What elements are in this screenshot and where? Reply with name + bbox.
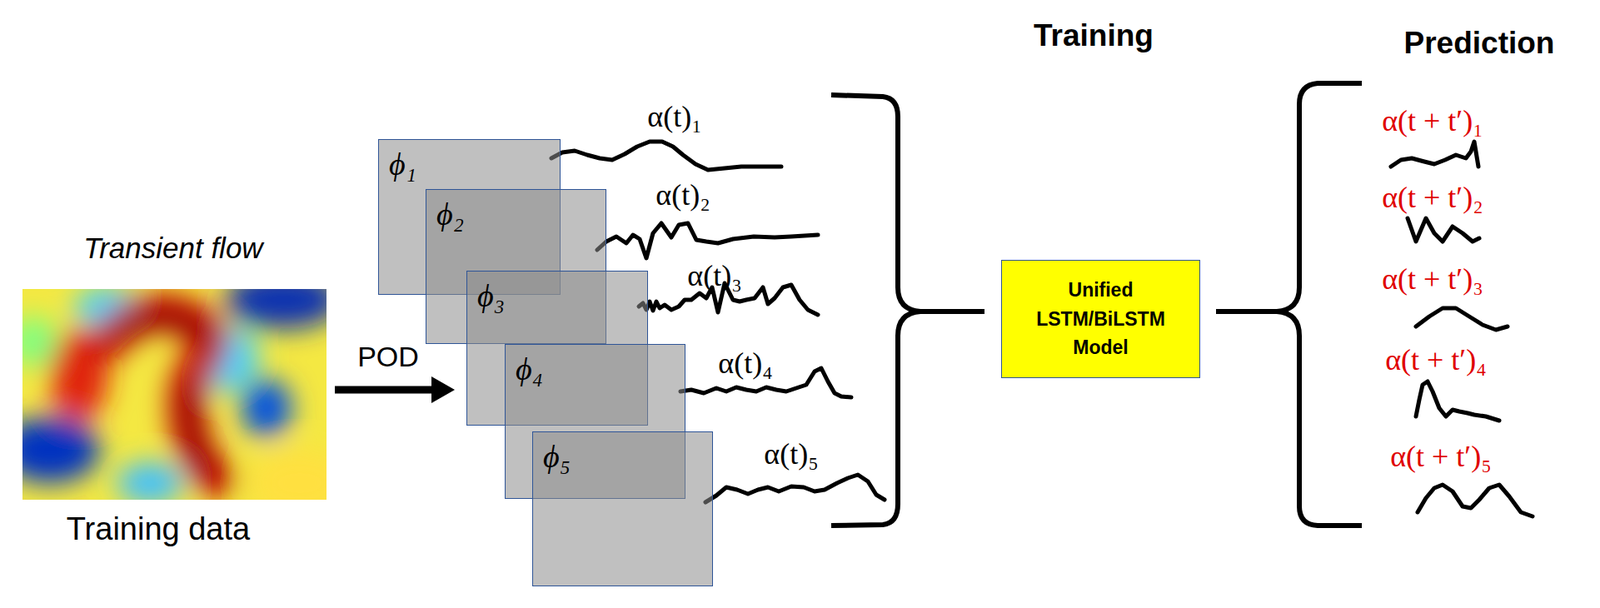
mode-label: ϕ₄: [505, 344, 685, 385]
edge-label: POD: [357, 340, 419, 374]
prediction-label: α(t + t′)₂: [1381, 179, 1484, 215]
coefficient-label: α(t)₅: [763, 436, 818, 472]
pod-mode: ϕ₅: [532, 431, 713, 587]
flow-field: Transient flowTraining data: [16, 224, 334, 575]
coefficient-label: α(t)₄: [717, 345, 773, 381]
coefficient-label: α(t)₂: [655, 177, 710, 213]
coefficient-label: α(t)₃: [687, 258, 742, 294]
figure-caption: Training data: [0, 511, 317, 548]
prediction-label: α(t + t′)₄: [1385, 342, 1487, 378]
model-box: Unified LSTM/BiLSTM Model: [1001, 259, 1201, 379]
section-heading: Prediction: [1404, 25, 1556, 61]
prediction-label: α(t + t′)₁: [1381, 103, 1484, 139]
right-brace: [1216, 83, 1362, 526]
prediction-label: α(t + t′)₃: [1381, 261, 1484, 297]
coefficient-label: α(t)₁: [647, 99, 702, 135]
mode-label: ϕ₅: [533, 432, 713, 473]
figure-heading: Transient flow: [14, 231, 332, 265]
mode-label: ϕ₂: [426, 189, 606, 230]
prediction-label: α(t + t′)₅: [1390, 438, 1492, 474]
flow-heatmap: [22, 289, 327, 500]
arrow-connector: [334, 376, 455, 404]
model-label: Unified LSTM/BiLSTM Model: [1030, 275, 1172, 363]
left-brace: [831, 94, 985, 526]
mode-label: ϕ₁: [378, 139, 560, 180]
mode-label: ϕ₃: [467, 271, 648, 312]
section-heading: Training: [1033, 18, 1154, 54]
